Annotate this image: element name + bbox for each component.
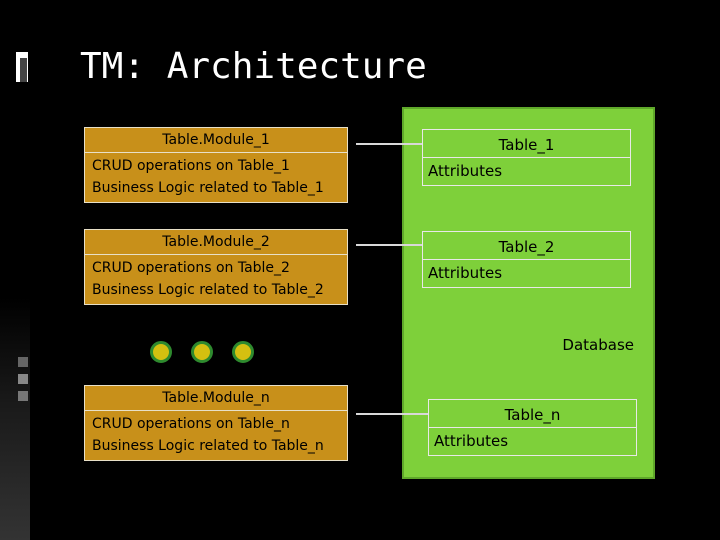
database-box [402,107,655,479]
title-marker-stripe [20,58,27,82]
table-1: Table_1 Attributes [422,129,631,186]
module-title: Table.Module_n [84,385,348,411]
module-title: Table.Module_1 [84,127,348,153]
table-n: Table_n Attributes [428,399,637,456]
module-line-logic: Business Logic related to Table_n [92,438,324,454]
table-module-n: Table.Module_n CRUD operations on Table_… [84,385,348,461]
table-name: Table_1 [423,130,630,158]
module-body: CRUD operations on Table_n Business Logi… [84,411,348,461]
sidebar-accent-2 [18,374,28,384]
sidebar-accent-3 [18,391,28,401]
ellipsis-dot [232,341,254,363]
ellipsis-dot [191,341,213,363]
module-line-logic: Business Logic related to Table_1 [92,180,324,196]
sidebar-accent-1 [18,357,28,367]
module-line-crud: CRUD operations on Table_1 [92,158,290,174]
module-title: Table.Module_2 [84,229,348,255]
table-module-2: Table.Module_2 CRUD operations on Table_… [84,229,348,305]
table-field: Attributes [428,264,503,282]
table-name: Table_2 [423,232,630,260]
module-line-logic: Business Logic related to Table_2 [92,282,324,298]
connector-1 [356,143,422,145]
connector-n [356,413,428,415]
database-label: Database [562,336,634,354]
table-2: Table_2 Attributes [422,231,631,288]
table-module-1: Table.Module_1 CRUD operations on Table_… [84,127,348,203]
ellipsis-dot [150,341,172,363]
table-field: Attributes [434,432,509,450]
table-field: Attributes [428,162,503,180]
module-line-crud: CRUD operations on Table_n [92,416,290,432]
slide-title: TM: Architecture [80,46,427,87]
module-line-crud: CRUD operations on Table_2 [92,260,290,276]
module-body: CRUD operations on Table_1 Business Logi… [84,153,348,203]
sidebar-strip [0,0,30,540]
connector-2 [356,244,422,246]
table-name: Table_n [429,400,636,428]
module-body: CRUD operations on Table_2 Business Logi… [84,255,348,305]
